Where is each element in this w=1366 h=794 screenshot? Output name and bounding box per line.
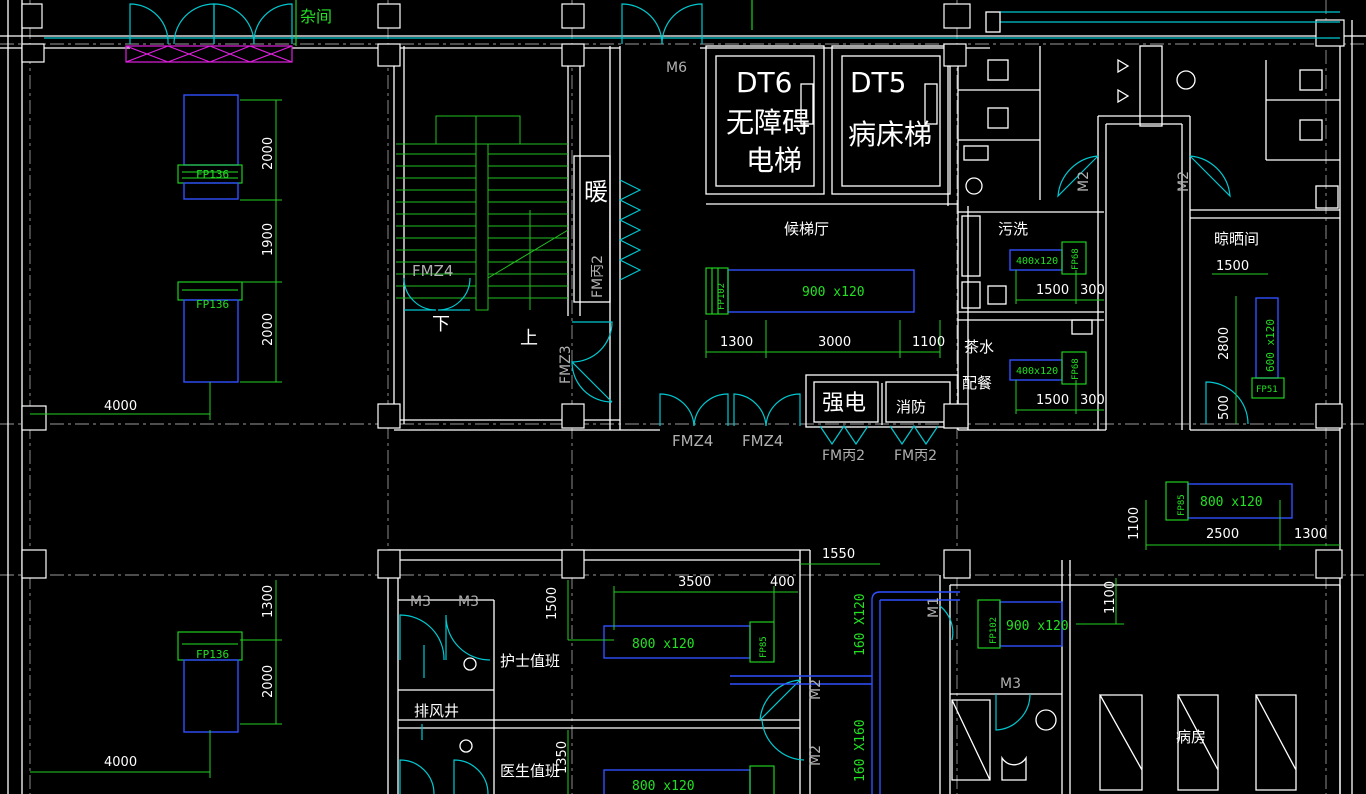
door-m2-right: M2	[1176, 171, 1192, 192]
fp51-drying: FP51	[1256, 385, 1278, 395]
door-fmz4-lobby-2: FMZ4	[742, 432, 783, 450]
elevator-dt5-code: DT5	[850, 66, 906, 99]
equipment-tags: FP136 FP136 FP136 900 x120 400x120 400x1…	[196, 168, 1278, 794]
fp136-2: FP136	[196, 298, 229, 311]
fire-room-label: 消防	[896, 398, 926, 416]
door-m3-ward: M3	[1000, 676, 1021, 692]
hvac-ducts	[177, 94, 1293, 794]
door-tags: M6 FMZ4 FMZ4 FMZ4 FM丙2 FM丙2 M3 M3 M3 M2 …	[410, 60, 1192, 766]
stair-down-label: 下	[432, 314, 450, 335]
fp68-tea: FP68	[1071, 358, 1081, 380]
elevator-dt6-name-2: 电梯	[746, 144, 802, 177]
duct-lobby: 900 x120	[802, 285, 865, 300]
elevator-dt6-name-1: 无障碍	[726, 106, 810, 139]
dim-1500-nurse: 1500	[545, 587, 560, 620]
dimension-lines	[30, 99, 1340, 794]
sanitary-fixtures	[421, 58, 1339, 781]
dim-2800: 2800	[1217, 327, 1232, 360]
stair-up-label: 上	[520, 328, 538, 349]
door-fmz3: FMZ3	[558, 345, 574, 384]
duct-doctor: 800 x120	[632, 779, 695, 794]
duct-tea: 400x120	[1016, 366, 1058, 377]
elevator-dt5-name: 病床梯	[848, 118, 932, 151]
drying-room-label: 晾晒间	[1214, 230, 1259, 248]
nurse-duty-label: 护士值班	[500, 652, 560, 670]
duct-corridor: 800 x120	[1200, 495, 1263, 510]
dim-1900: 1900	[261, 223, 276, 256]
heating-shaft-label: 暖	[584, 178, 608, 206]
dim-500: 500	[1217, 395, 1232, 420]
fp85-nurse: FP85	[759, 636, 769, 658]
dim-1100-ward: 1100	[1103, 581, 1118, 614]
dimension-text: 2000 1900 2000 4000 1300 3000 1100 1500 …	[104, 137, 1327, 774]
door-fmz4-lobby-1: FMZ4	[672, 432, 713, 450]
dim-3500: 3500	[678, 575, 711, 590]
fp102-ward: FP102	[989, 617, 999, 644]
duct-ward: 900 x120	[1006, 619, 1069, 634]
dim-300-wash: 300	[1080, 283, 1105, 298]
dim-1300-left: 1300	[261, 585, 276, 618]
dim-1350: 1350	[555, 741, 570, 774]
fp136-1: FP136	[196, 168, 229, 181]
door-fm-c2-fire: FM丙2	[894, 448, 937, 464]
misc-room-label: 杂间	[300, 7, 332, 26]
dim-1500-wash: 1500	[1036, 283, 1069, 298]
door-m2-left: M2	[1076, 171, 1092, 192]
dim-2000-a: 2000	[261, 137, 276, 170]
dim-2000-b: 2000	[261, 313, 276, 346]
dim-400: 400	[770, 575, 795, 590]
door-m3-nurse-1: M3	[410, 594, 431, 610]
door-fm-c2-electric: FM丙2	[822, 448, 865, 464]
dim-300-tea: 300	[1080, 393, 1105, 408]
electric-room-label: 强电	[822, 391, 866, 416]
fp68-wash: FP68	[1071, 248, 1081, 270]
exhaust-shaft-label: 排风井	[414, 702, 459, 720]
elevator-dt6-code: DT6	[736, 66, 792, 99]
dim-4000-a: 4000	[104, 399, 137, 414]
lobby-label: 候梯厅	[784, 220, 829, 238]
dim-1100-lobby: 1100	[912, 335, 945, 350]
tea-room-label-2: 配餐	[962, 374, 992, 392]
door-m3-nurse-2: M3	[458, 594, 479, 610]
tea-room-label-1: 茶水	[964, 338, 994, 356]
dim-2000-c: 2000	[261, 665, 276, 698]
door-m6: M6	[666, 60, 687, 76]
door-fmz4-stair: FMZ4	[412, 262, 453, 280]
dim-1300-corridor: 1300	[1294, 527, 1327, 542]
dim-3000-lobby: 3000	[818, 335, 851, 350]
dim-1500-tea: 1500	[1036, 393, 1069, 408]
door-m2-lower-1: M2	[808, 679, 824, 700]
dim-1500-drying: 1500	[1216, 259, 1249, 274]
columns	[21, 3, 1345, 579]
door-m2-lower-2: M2	[808, 745, 824, 766]
doctor-duty-label: 医生值班	[500, 762, 560, 780]
top-doors	[44, 0, 1340, 63]
fp102-lobby: FP102	[717, 283, 727, 310]
dim-1300-lobby: 1300	[720, 335, 753, 350]
duct-vertical-1: 160 X120	[853, 593, 868, 656]
doors	[399, 155, 1249, 794]
door-m1: M1	[926, 597, 942, 618]
room-labels: DT6 无障碍 电梯 DT5 病床梯 候梯厅 污洗 晾晒间 茶水 配餐 强电 消…	[300, 7, 1259, 780]
dim-2500: 2500	[1206, 527, 1239, 542]
duct-nurse: 800 x120	[632, 637, 695, 652]
wash-room-label: 污洗	[998, 220, 1028, 238]
dim-4000-b: 4000	[104, 755, 137, 770]
duct-drying: 600 x120	[1264, 319, 1277, 372]
duct-wash: 400x120	[1016, 256, 1058, 267]
door-fm-c2-heating: FM丙2	[590, 255, 606, 298]
staircase	[396, 115, 569, 311]
fp136-3: FP136	[196, 648, 229, 661]
dim-1550: 1550	[822, 547, 855, 562]
fp85-corridor: FP85	[1177, 494, 1187, 516]
ward-label: 病房	[1176, 728, 1206, 746]
dim-1100-corridor: 1100	[1127, 507, 1142, 540]
duct-vertical-2: 160 X160	[853, 719, 868, 782]
